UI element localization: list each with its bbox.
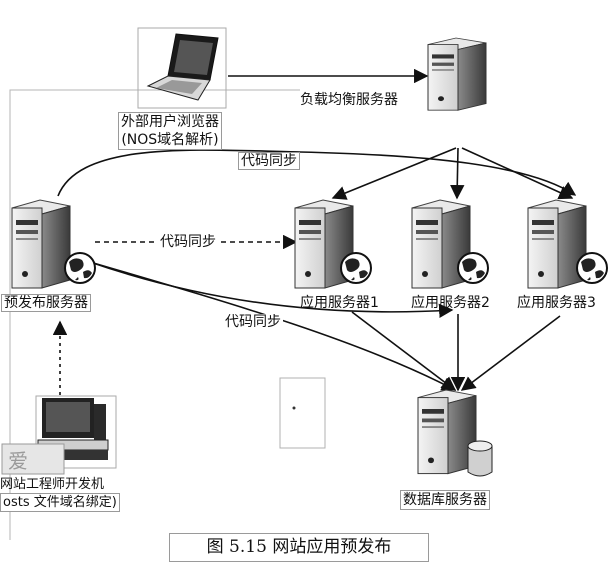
app-server-3-icon — [527, 199, 587, 289]
sync-bottom-label: 代码同步 — [223, 314, 283, 331]
watermark-text: 爱 — [8, 450, 28, 473]
database-label: 数据库服务器 — [400, 490, 490, 510]
load-balancer-label: 负载均衡服务器 — [300, 92, 398, 108]
laptop-icon — [137, 27, 227, 109]
edge-sync-bottom — [89, 261, 454, 318]
watermark-box — [1, 443, 65, 475]
external-user-label: 外部用户浏览器 (NOS域名解析) — [118, 112, 222, 150]
placeholder-dot — [292, 406, 296, 410]
sync-top-label: 代码同步 — [238, 152, 300, 171]
dev-machine-label: 网站工程师开发机 osts 文件域名绑定) — [0, 476, 120, 512]
database-cylinder-icon — [467, 440, 493, 477]
app-server-2-label: 应用服务器2 — [411, 295, 490, 311]
edge-sync-top — [57, 149, 577, 197]
app-server-3-globe-icon — [576, 252, 608, 284]
load-balancer-server-icon — [427, 37, 487, 111]
edge-app1-to-db — [351, 311, 457, 391]
app-server-1-label: 应用服务器1 — [300, 295, 379, 311]
pre-release-label: 预发布服务器 — [1, 294, 91, 313]
app-server-1-globe-icon — [340, 252, 372, 284]
pre-release-server-icon — [11, 199, 71, 289]
edge-lb-to-app1 — [331, 147, 457, 200]
figure-caption: 图 5.15 网站应用预发布 — [169, 533, 429, 562]
app-server-3-label: 应用服务器3 — [517, 295, 596, 311]
sync-middle-label: 代码同步 — [158, 234, 218, 251]
edge-preserver-to-db — [89, 261, 457, 391]
app-server-2-globe-icon — [457, 252, 489, 284]
placeholder-box — [279, 377, 326, 449]
edge-app3-to-db — [460, 315, 561, 391]
desktop-computer-icon — [35, 395, 117, 469]
pre-release-globe-icon — [64, 252, 96, 284]
edge-lb-to-app2 — [450, 147, 465, 200]
database-server-icon — [417, 389, 477, 475]
